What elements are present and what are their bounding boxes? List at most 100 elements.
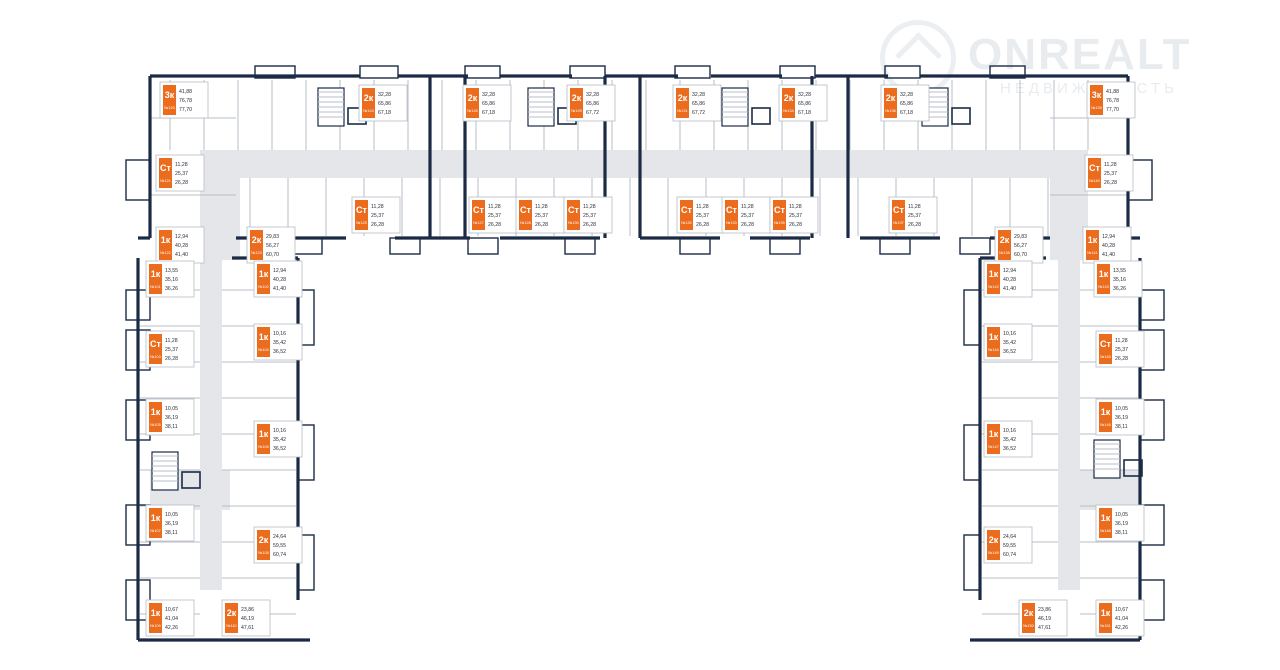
balcony bbox=[125, 289, 151, 321]
area-value: 65,86 bbox=[900, 101, 913, 107]
corridor bbox=[1050, 150, 1088, 260]
type-badge bbox=[1099, 334, 1112, 364]
type-badge bbox=[466, 88, 479, 118]
type-badge bbox=[884, 88, 897, 118]
apartment-type: 1к bbox=[1101, 608, 1111, 618]
apartment-number: №135 bbox=[774, 221, 784, 225]
apartment-type: Ст bbox=[1100, 339, 1111, 349]
area-value: 29,83 bbox=[1014, 234, 1027, 240]
apartment-type: Ст bbox=[356, 205, 367, 215]
area-value: 60,74 bbox=[273, 552, 286, 558]
area-value: 25,37 bbox=[371, 213, 384, 219]
area-value: 67,72 bbox=[692, 110, 705, 116]
area-value: 13,55 bbox=[1113, 268, 1126, 274]
apartment-type: Ст bbox=[150, 339, 161, 349]
balcony bbox=[564, 237, 596, 255]
apartment-number: №137 bbox=[893, 221, 903, 225]
apartment-number: №128 bbox=[520, 221, 530, 225]
type-badge bbox=[570, 88, 583, 118]
area-value: 26,28 bbox=[535, 222, 548, 228]
area-value: 25,37 bbox=[488, 213, 501, 219]
area-value: 23,86 bbox=[1038, 607, 1051, 613]
area-value: 10,67 bbox=[165, 607, 178, 613]
apartment-type: Ст bbox=[473, 205, 484, 215]
apartment-number: №126 bbox=[467, 109, 477, 113]
type-badge bbox=[250, 230, 263, 260]
apartment-type: 1к bbox=[1088, 235, 1098, 245]
apartment-number: №123 bbox=[251, 251, 261, 255]
corridors bbox=[150, 150, 1140, 590]
area-value: 41,88 bbox=[1106, 89, 1119, 95]
apartment-type: 1к bbox=[151, 513, 161, 523]
area-value: 41,40 bbox=[175, 252, 188, 258]
area-value: 40,28 bbox=[273, 277, 286, 283]
apartment-number: №122 bbox=[160, 251, 170, 255]
type-badge bbox=[567, 200, 580, 230]
area-value: 25,37 bbox=[535, 213, 548, 219]
area-value: 60,74 bbox=[1003, 552, 1016, 558]
type-badge bbox=[1099, 402, 1112, 432]
apartment-number: №148 bbox=[1100, 529, 1110, 533]
balcony bbox=[884, 65, 921, 79]
stairwell-icon bbox=[1093, 439, 1143, 479]
type-badge bbox=[159, 158, 172, 188]
area-value: 32,28 bbox=[798, 92, 811, 98]
area-value: 11,28 bbox=[371, 204, 384, 210]
apartment-type: 2к bbox=[259, 535, 269, 545]
apartment-number: №133 bbox=[726, 221, 736, 225]
apartment-number: №121 bbox=[160, 179, 170, 183]
area-value: 40,28 bbox=[1102, 243, 1115, 249]
stairwell-icon bbox=[151, 451, 201, 491]
area-value: 77,70 bbox=[1106, 107, 1119, 113]
type-badge bbox=[1022, 603, 1035, 633]
type-badge bbox=[149, 334, 162, 364]
area-value: 59,55 bbox=[1003, 543, 1016, 549]
apartment-type: 2к bbox=[989, 535, 999, 545]
area-value: 25,37 bbox=[789, 213, 802, 219]
apartment-type: 2к bbox=[468, 93, 478, 103]
balcony bbox=[963, 424, 981, 481]
area-value: 11,28 bbox=[488, 204, 501, 210]
type-badge bbox=[680, 200, 693, 230]
apartment-number: №106 bbox=[258, 445, 268, 449]
apartment-number: №110 bbox=[226, 624, 236, 628]
balcony bbox=[359, 65, 399, 79]
balcony bbox=[769, 237, 801, 255]
type-badge bbox=[1090, 85, 1103, 115]
area-value: 24,64 bbox=[1003, 534, 1016, 540]
apartment-number: №134 bbox=[783, 109, 793, 113]
area-value: 40,28 bbox=[175, 243, 188, 249]
area-value: 11,28 bbox=[908, 204, 921, 210]
type-badge bbox=[472, 200, 485, 230]
apartment-type: 1к bbox=[259, 332, 269, 342]
area-value: 56,27 bbox=[266, 243, 279, 249]
apartment-number: №132 bbox=[681, 221, 691, 225]
area-value: 26,28 bbox=[165, 356, 178, 362]
area-value: 26,28 bbox=[1104, 180, 1117, 186]
balcony bbox=[297, 289, 315, 346]
area-value: 42,26 bbox=[165, 625, 178, 631]
type-badge bbox=[257, 264, 270, 294]
area-value: 36,52 bbox=[1003, 349, 1016, 355]
area-value: 65,86 bbox=[378, 101, 391, 107]
apartment-number: №103 bbox=[150, 355, 160, 359]
area-value: 11,28 bbox=[1104, 162, 1117, 168]
apartment-number: №138 bbox=[999, 251, 1009, 255]
area-value: 26,28 bbox=[789, 222, 802, 228]
